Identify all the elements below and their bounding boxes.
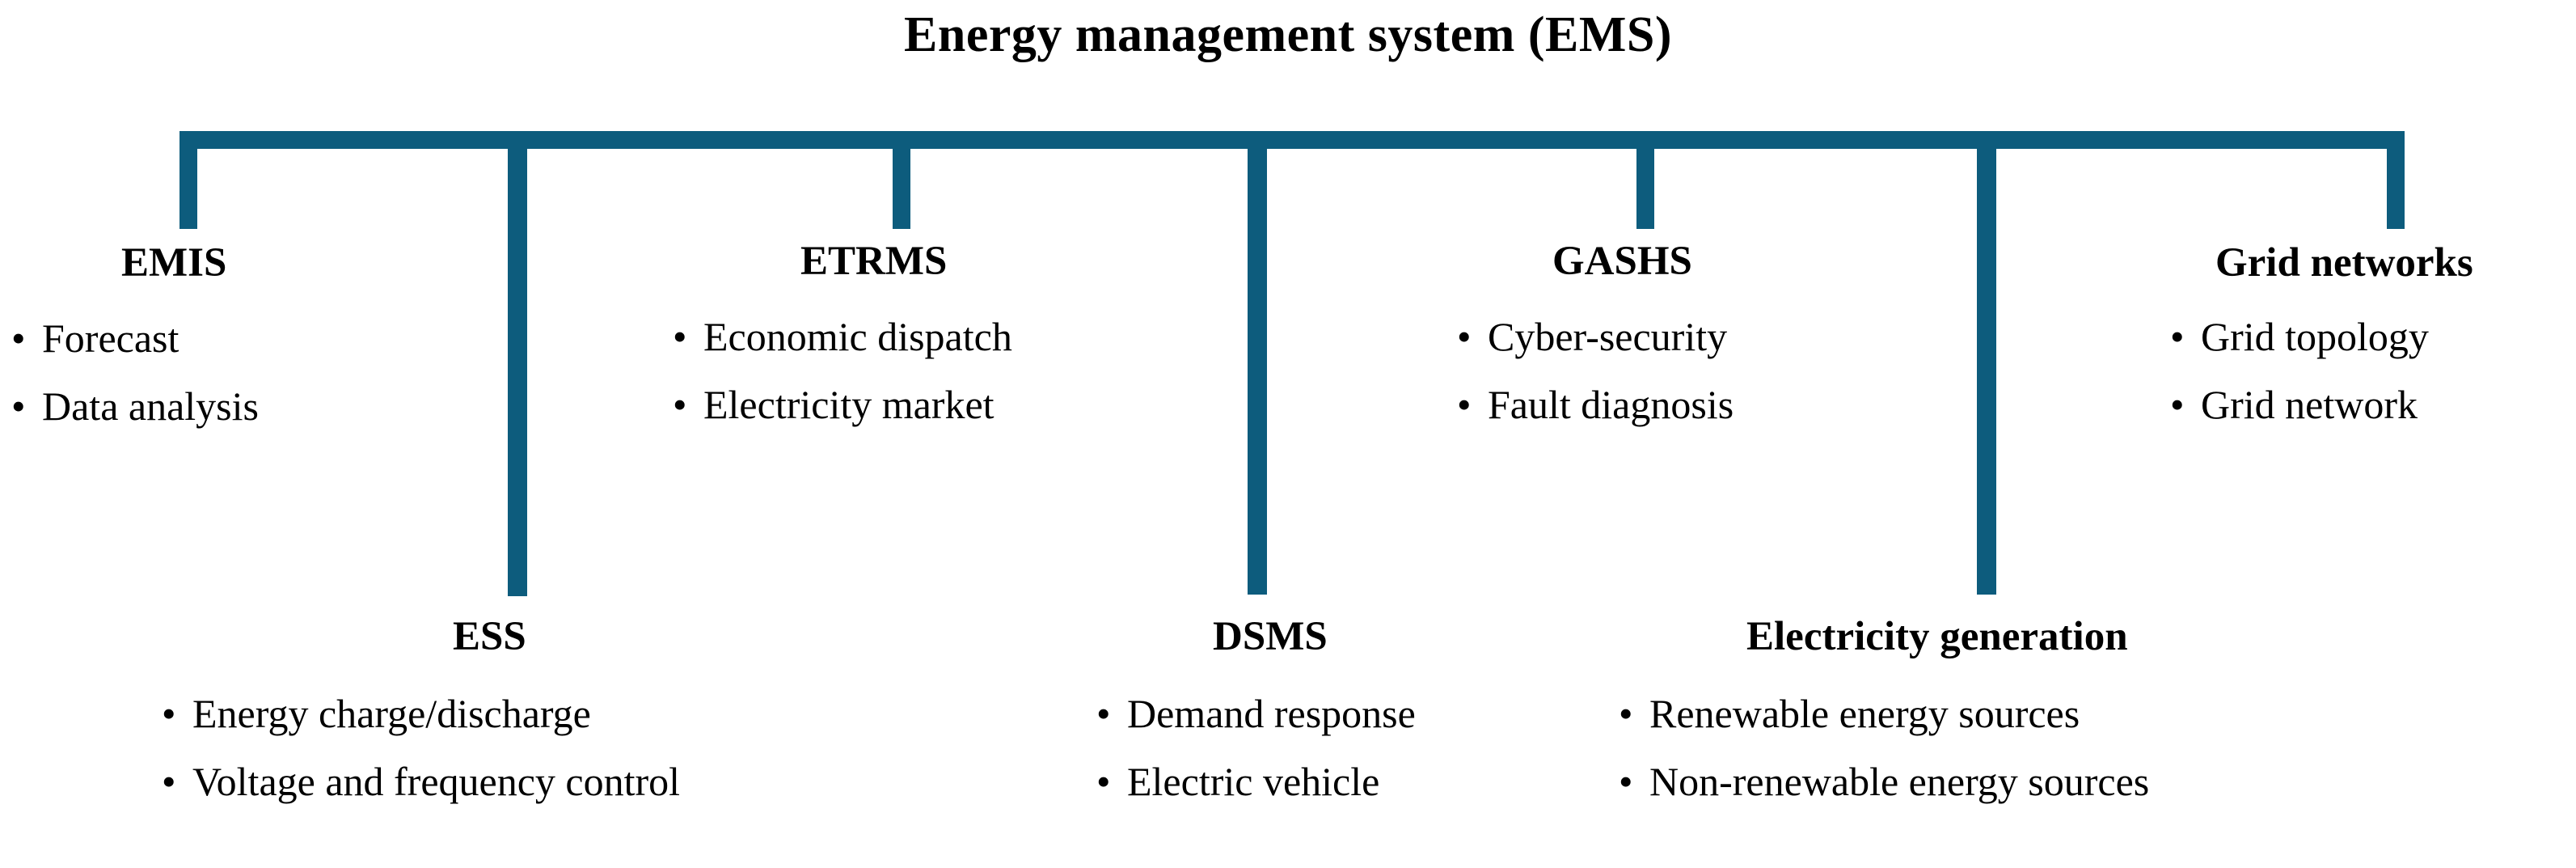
list-item: • Grid network [2168,384,2576,425]
bullet-icon: • [1457,314,1472,359]
node-electricity-generation-bullets: • Renewable energy sources • Non-renewable… [1617,693,2426,802]
list-item: • Fault diagnosis [1455,384,1973,425]
list-item-label: Grid network [2201,382,2418,427]
connector-stem-gashs [1636,131,1654,229]
connector-stem-emis [179,131,197,229]
node-dsms-bullets: • Demand response • Electric vehicle [1051,693,1649,802]
node-emis[interactable]: EMIS • Forecast • Data analysis [0,240,501,427]
node-etrms-bullets: • Economic dispatch • Electricity market [623,316,1189,425]
list-item-label: Grid topology [2201,314,2429,359]
connector-stem-etrms [893,131,910,229]
list-item: • Energy charge/discharge [160,693,906,734]
bullet-icon: • [673,314,687,359]
bullet-icon: • [162,691,176,736]
bullet-icon: • [11,315,26,361]
list-item: • Demand response [1095,693,1649,734]
node-gashs-title: GASHS [1552,239,1692,284]
bullet-icon: • [1096,759,1111,804]
list-item: • Voltage and frequency control [160,761,906,802]
list-item: • Non-renewable energy sources [1617,761,2426,802]
node-electricity-generation[interactable]: Electricity generation • Renewable energy… [1617,616,2426,802]
bullet-icon: • [1619,759,1633,804]
node-gashs-bullets: • Cyber-security • Fault diagnosis [1423,316,1973,425]
node-dsms-title: DSMS [1213,614,1328,659]
list-item: • Cyber-security [1455,316,1973,357]
page-title: Energy management system (EMS) [903,7,1673,62]
list-item-label: Non-renewable energy sources [1649,759,2150,804]
list-item-label: Demand response [1127,691,1416,736]
node-ess-bullets: • Energy charge/discharge • Voltage and fr… [97,693,906,802]
node-grid-networks[interactable]: Grid networks • Grid topology • Grid netwo… [2135,240,2576,426]
node-electricity-generation-title: Electricity generation [1746,614,2128,659]
list-item-label: Data analysis [42,383,259,429]
node-etrms-title: ETRMS [800,239,948,284]
node-ess-title: ESS [453,614,526,659]
list-item-label: Electricity market [703,382,995,427]
connector-stem-dsms [1248,131,1267,595]
list-item: • Economic dispatch [671,316,1189,357]
list-item-label: Electric vehicle [1127,759,1380,804]
bullet-icon: • [1096,691,1111,736]
list-item-label: Cyber-security [1488,314,1728,359]
list-item-label: Voltage and frequency control [192,759,681,804]
bullet-icon: • [673,382,687,427]
connector-stem-elecgen [1977,131,1996,595]
connector-stem-grid [2387,131,2405,229]
node-grid-networks-title: Grid networks [2215,240,2473,286]
list-item: • Forecast [10,318,501,358]
bullet-icon: • [162,759,176,804]
node-grid-networks-bullets: • Grid topology • Grid network [2135,316,2576,425]
list-item-label: Energy charge/discharge [192,691,591,736]
list-item: • Data analysis [10,386,501,426]
bullet-icon: • [2170,314,2185,359]
list-item-label: Forecast [42,315,179,361]
node-etrms[interactable]: ETRMS • Economic dispatch • Electricity ma… [623,239,1189,426]
list-item-label: Fault diagnosis [1488,382,1734,427]
node-emis-bullets: • Forecast • Data analysis [0,318,501,426]
bullet-icon: • [1619,691,1633,736]
connector-stem-ess [508,131,527,596]
bullet-icon: • [11,383,26,429]
list-item: • Electric vehicle [1095,761,1649,802]
bullet-icon: • [1457,382,1472,427]
node-dsms[interactable]: DSMS • Demand response • Electric vehicle [1051,616,1649,802]
list-item-label: Economic dispatch [703,314,1012,359]
list-item-label: Renewable energy sources [1649,691,2080,736]
list-item: • Electricity market [671,384,1189,425]
list-item: • Grid topology [2168,316,2576,357]
node-ess[interactable]: ESS • Energy charge/discharge • Voltage an… [97,616,906,802]
bullet-icon: • [2170,382,2185,427]
connector-horizontal-spine [179,131,2405,149]
list-item: • Renewable energy sources [1617,693,2426,734]
node-gashs[interactable]: GASHS • Cyber-security • Fault diagnosis [1423,239,1973,426]
node-emis-title: EMIS [121,240,227,286]
